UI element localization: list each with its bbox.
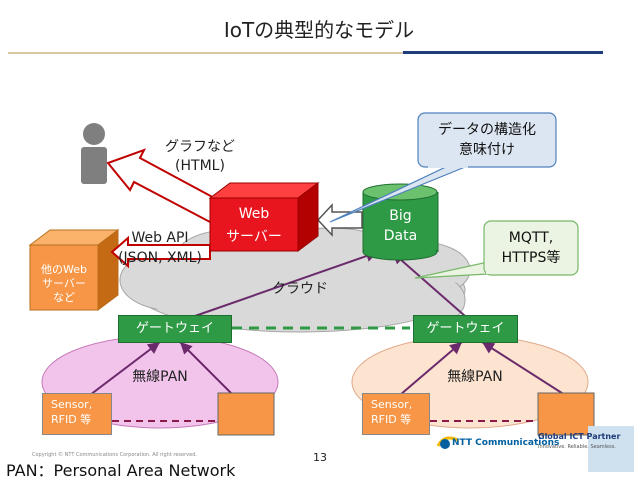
web-server-label-line2: サーバー xyxy=(226,229,282,245)
arrow-to-person xyxy=(106,148,220,224)
callout-data-text: データの構造化 意味付け xyxy=(418,120,556,160)
logo-tagline1: Global ICT Partner xyxy=(538,432,621,441)
arrow-to-other-web xyxy=(110,235,211,269)
callout-mqtt-text: MQTT, HTTPS等 xyxy=(484,228,578,268)
sensor-left-line2: RFID 等 xyxy=(51,413,92,426)
logo-tagline2: Innovative. Reliable. Seamless. xyxy=(538,444,616,450)
page-number: 13 xyxy=(313,451,327,464)
callout-data-shape xyxy=(329,112,557,223)
other-web-label-line3: など xyxy=(53,291,75,304)
pan-right-label: 無線PAN xyxy=(447,369,503,385)
callout-data-line1: データの構造化 xyxy=(438,122,536,138)
other-web-label-line1: 他のWeb xyxy=(41,263,87,276)
arrow-sensor-gw-right-2 xyxy=(481,341,566,396)
web-server-cube xyxy=(208,182,320,252)
arrow-sensor-gw-right-1 xyxy=(399,341,463,396)
ntt-logo-icon xyxy=(430,426,634,472)
big-data-label-line2: Data xyxy=(383,228,418,244)
sensor-right: Sensor, RFID 等 xyxy=(362,393,430,435)
sensor-left: Sensor, RFID 等 xyxy=(42,393,112,435)
callout-mqtt-line1: MQTT, xyxy=(508,230,554,246)
other-web-cube xyxy=(28,229,120,311)
copyright-text: Copyright © NTT Communications Corporati… xyxy=(32,452,197,458)
web-server-label-line1: Web xyxy=(238,206,270,222)
title-rule-right xyxy=(403,51,603,54)
page-title: IoTの典型的なモデル xyxy=(223,18,415,42)
pan-left-label: 無線PAN xyxy=(132,369,188,385)
callout-mqtt-shape xyxy=(414,220,579,279)
callout-mqtt-line2: HTTPS等 xyxy=(501,250,561,266)
callout-data-line2: 意味付け xyxy=(459,142,515,158)
other-web-label: 他のWeb サーバー など xyxy=(30,263,98,305)
gateway-right: ゲートウェイ xyxy=(413,315,518,343)
graph-label-line1: グラフなど xyxy=(165,139,235,155)
webapi-label-line2: (JSON, XML) xyxy=(118,250,202,266)
person-icon xyxy=(81,123,107,184)
logo-brand: NTT Communications xyxy=(452,438,560,448)
arrow-sensor-gw-left-1 xyxy=(89,341,161,396)
device-square-right xyxy=(537,392,595,436)
other-web-label-line2: サーバー xyxy=(42,277,86,290)
arrow-gw-left-bigdata xyxy=(194,250,379,317)
device-square-left xyxy=(217,392,275,436)
gateway-left: ゲートウェイ xyxy=(118,315,232,343)
sensor-left-line1: Sensor, xyxy=(51,398,93,411)
footer-pan-definition: PAN：Personal Area Network xyxy=(6,461,236,480)
sensor-right-line2: RFID 等 xyxy=(371,413,412,426)
arrow-sensor-gw-left-2 xyxy=(179,341,234,396)
arrow-gw-right-bigdata xyxy=(391,251,466,317)
graph-label-line2: (HTML) xyxy=(175,158,225,174)
cloud-label: クラウド xyxy=(272,281,328,297)
title-rule-left xyxy=(8,52,403,54)
sensor-right-line1: Sensor, xyxy=(371,398,413,411)
webapi-label-line1: Web API xyxy=(131,230,189,246)
big-data-label-line1: Big xyxy=(389,208,412,224)
